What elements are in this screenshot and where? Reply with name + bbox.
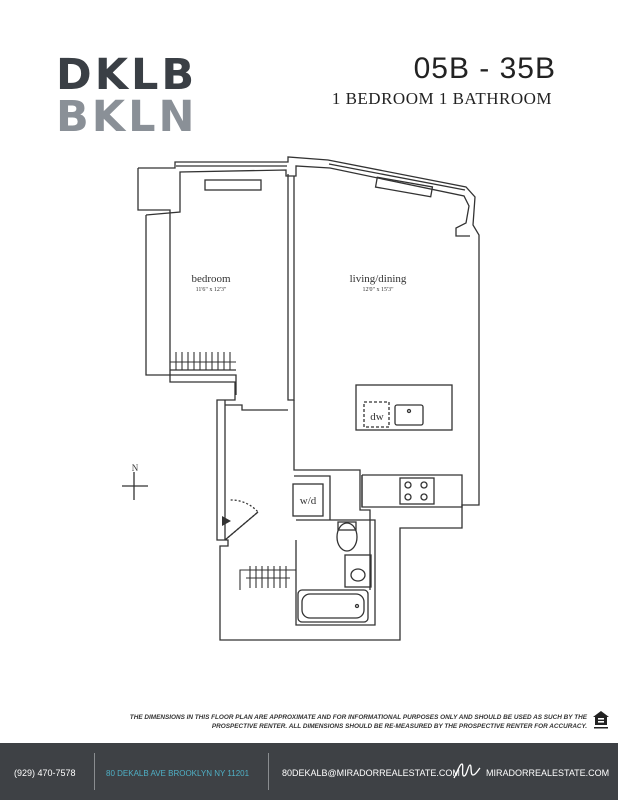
footer-divider bbox=[268, 753, 269, 790]
unit-subtitle: 1 BEDROOM 1 BATHROOM bbox=[331, 89, 552, 108]
dishwasher bbox=[363, 401, 390, 428]
toilet bbox=[336, 522, 358, 552]
footer-website[interactable]: MIRADORREALESTATE.COM bbox=[486, 768, 610, 778]
washer-dryer bbox=[292, 483, 324, 517]
equal-housing-icon bbox=[593, 711, 609, 729]
footer-address: 80 DEKALB AVE BROOKLYN NY 11201 bbox=[106, 769, 250, 778]
unit-title: 05B - 35B bbox=[413, 52, 556, 85]
living-dims: 12'0" x 15'3" bbox=[362, 287, 394, 293]
washer-dryer-label: w/d bbox=[300, 495, 317, 507]
compass-north-label: N bbox=[132, 463, 139, 473]
bedroom-label: bedroom bbox=[191, 273, 231, 285]
logo-line-dklb: DKLB bbox=[56, 50, 198, 100]
footer-divider bbox=[94, 753, 95, 790]
brand-logo: DKLB BKLN bbox=[56, 50, 198, 142]
disclaimer: THE DIMENSIONS IN THIS FLOOR PLAN ARE AP… bbox=[129, 714, 587, 730]
kitchen-sink bbox=[394, 404, 424, 426]
dishwasher-label: dw bbox=[370, 411, 384, 423]
footer-bar: (929) 470-7578 80 DEKALB AVE BROOKLYN NY… bbox=[0, 743, 618, 800]
footer-phone[interactable]: (929) 470-7578 bbox=[14, 768, 76, 778]
logo-line-bkln: BKLN bbox=[56, 92, 198, 142]
mirador-logo-icon bbox=[453, 763, 481, 779]
range bbox=[399, 477, 435, 505]
living-label: living/dining bbox=[350, 273, 407, 285]
footer-email[interactable]: 80DEKALB@MIRADORREALESTATE.COM bbox=[282, 768, 460, 778]
entry-arrow-icon bbox=[222, 516, 231, 526]
outer-wall bbox=[137, 156, 480, 641]
bedroom-dims: 11'6" x 12'3" bbox=[196, 287, 227, 293]
bathroom-vanity bbox=[344, 554, 372, 588]
bathtub bbox=[297, 589, 369, 623]
